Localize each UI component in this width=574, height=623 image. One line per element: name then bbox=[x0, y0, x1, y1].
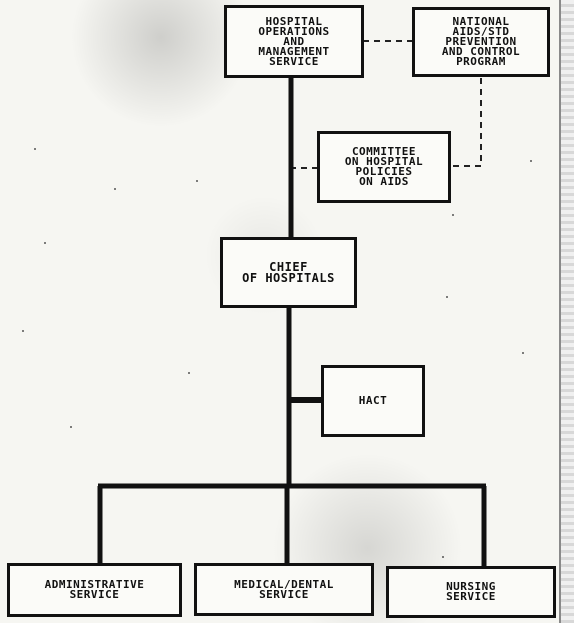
scan-speck bbox=[34, 148, 36, 150]
hospital-operations-box: HOSPITAL OPERATIONS AND MANAGEMENT SERVI… bbox=[224, 5, 364, 78]
national-aids-program-label: NATIONAL AIDS/STD PREVENTION AND CONTROL… bbox=[441, 15, 521, 68]
administrative-service-box: ADMINISTRATIVE SERVICE bbox=[7, 563, 182, 617]
hospital-operations-label: HOSPITAL OPERATIONS AND MANAGEMENT SERVI… bbox=[258, 14, 330, 68]
administrative-service-label: ADMINISTRATIVE SERVICE bbox=[44, 578, 145, 601]
scan-speck bbox=[22, 330, 24, 332]
scan-speck bbox=[446, 296, 448, 298]
national-aids-program-box: NATIONAL AIDS/STD PREVENTION AND CONTROL… bbox=[412, 7, 550, 77]
scan-speck bbox=[70, 426, 72, 428]
scan-speck bbox=[442, 556, 444, 558]
medical-dental-service-box: MEDICAL/DENTAL SERVICE bbox=[194, 563, 374, 616]
scan-speck bbox=[530, 160, 532, 162]
page-edge bbox=[559, 0, 574, 623]
scan-speck bbox=[44, 242, 46, 244]
nursing-service-label: NURSING SERVICE bbox=[446, 580, 496, 603]
chief-of-hospitals-box: CHIEF OF HOSPITALS bbox=[220, 237, 357, 308]
hact-label: HACT bbox=[358, 394, 388, 407]
scan-speck bbox=[522, 352, 524, 354]
chief-of-hospitals-label: CHIEF OF HOSPITALS bbox=[242, 259, 335, 285]
committee-label: COMMITTEE ON HOSPITAL POLICIES ON AIDS bbox=[344, 145, 424, 188]
medical-dental-service-label: MEDICAL/DENTAL SERVICE bbox=[234, 577, 334, 601]
scan-speck bbox=[196, 180, 198, 182]
scan-speck bbox=[188, 372, 190, 374]
scan-speck bbox=[114, 188, 116, 190]
nursing-service-box: NURSING SERVICE bbox=[386, 566, 556, 618]
committee-box: COMMITTEE ON HOSPITAL POLICIES ON AIDS bbox=[317, 131, 451, 203]
hact-box: HACT bbox=[321, 365, 425, 437]
scan-speck bbox=[452, 214, 454, 216]
